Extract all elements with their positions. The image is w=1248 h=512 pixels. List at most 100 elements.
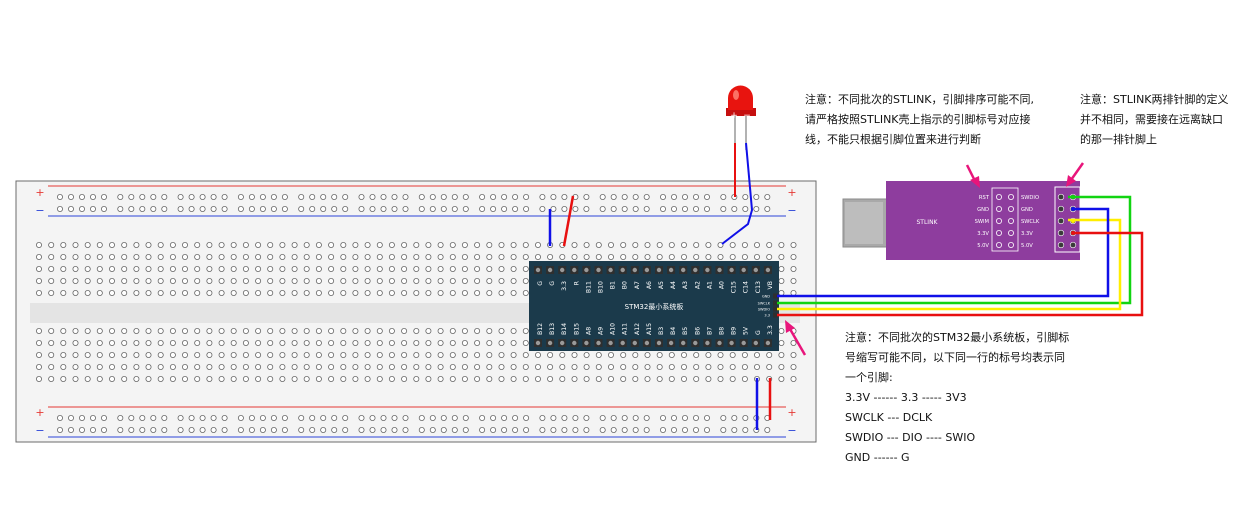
breadboard-hole [72,253,79,260]
breadboard-hole [425,351,432,358]
breadboard-hole [376,277,383,284]
breadboard-hole [328,339,335,346]
bottom-minus-sign-right: − [787,424,796,437]
breadboard-hole [315,363,322,370]
rail-hole [704,205,711,212]
breadboard-hole [486,327,493,334]
rail-hole [764,205,771,212]
rail-hole [610,426,617,433]
breadboard-hole [620,253,627,260]
rail-hole [440,193,447,200]
breadboard-hole [717,253,724,260]
stm32-bottom-pin-hole [729,340,734,346]
stlink-right-label: 5.0V [1021,243,1033,249]
rail-hole [490,414,497,421]
breadboard-hole [437,241,444,248]
breadboard-hole [644,375,651,382]
stlink-header-pin [1057,241,1065,249]
red-led: + − [726,85,756,150]
rail-hole [150,205,157,212]
breadboard-hole [364,375,371,382]
breadboard-hole [449,277,456,284]
breadboard-hole [255,339,262,346]
breadboard-hole [84,277,91,284]
breadboard-hole [145,375,152,382]
rail-hole [259,414,266,421]
rail-hole [462,414,469,421]
stm32-top-pin-hole [560,267,565,273]
breadboard-hole [522,265,529,272]
note-line: 号缩写可能不同，以下同一行的标号均表示同 [845,351,1065,364]
stm32-bottom-pin-label: B9 [731,327,738,335]
breadboard-hole [437,375,444,382]
rail-hole [501,426,508,433]
breadboard-hole [303,265,310,272]
breadboard-hole [267,351,274,358]
breadboard-hole [72,351,79,358]
rail-hole [429,426,436,433]
breadboard-hole [279,253,286,260]
top-plus-sign-left: + [35,186,44,199]
breadboard-hole [352,363,359,370]
breadboard-hole [401,363,408,370]
rail-hole [259,426,266,433]
breadboard-hole [36,289,43,296]
breadboard-hole [474,375,481,382]
breadboard-hole [486,363,493,370]
breadboard-hole [729,363,736,370]
breadboard-hole [778,277,785,284]
rail-hole [139,205,146,212]
breadboard-hole [693,363,700,370]
rail-hole [539,193,546,200]
breadboard-hole [449,351,456,358]
breadboard-hole [668,241,675,248]
breadboard-hole [315,253,322,260]
breadboard-hole [583,375,590,382]
breadboard-hole [717,363,724,370]
rail-hole [281,414,288,421]
breadboard-hole [121,241,128,248]
breadboard-hole [790,241,797,248]
stlink-pin-left [996,217,1003,224]
breadboard-hole [522,277,529,284]
breadboard-hole [425,289,432,296]
breadboard-hole [632,253,639,260]
breadboard-hole [291,363,298,370]
stm32-bottom-pin-hole [693,340,698,346]
breadboard-hole [242,375,249,382]
breadboard-hole [656,375,663,382]
breadboard-hole [401,265,408,272]
breadboard-hole [328,253,335,260]
breadboard-hole [766,241,773,248]
rail-hole [429,414,436,421]
breadboard-hole [425,363,432,370]
rail-hole [440,205,447,212]
rail-hole [440,414,447,421]
breadboard-hole [705,241,712,248]
breadboard-hole [388,351,395,358]
rail-hole [643,426,650,433]
breadboard-hole [364,351,371,358]
breadboard-hole [109,363,116,370]
stm32-bottom-pin-hole [596,340,601,346]
breadboard-hole [303,327,310,334]
rail-hole [221,426,228,433]
rail-hole [731,414,738,421]
breadboard-hole [291,241,298,248]
breadboard-hole [644,351,651,358]
stm32-top-pin-label: C15 [731,281,738,293]
breadboard-hole [413,339,420,346]
stm32-top-pin-hole [681,267,686,273]
breadboard-hole [486,265,493,272]
stm32-bottom-pin-hole [753,340,758,346]
breadboard-hole [242,253,249,260]
breadboard-hole [194,241,201,248]
rail-hole [391,205,398,212]
breadboard-hole [778,363,785,370]
rail-hole [583,205,590,212]
breadboard-hole [461,375,468,382]
breadboard-hole [291,375,298,382]
stm32-bottom-pin-hole [765,340,771,346]
stm32-bottom-pin-hole [547,340,553,346]
rail-hole [643,205,650,212]
